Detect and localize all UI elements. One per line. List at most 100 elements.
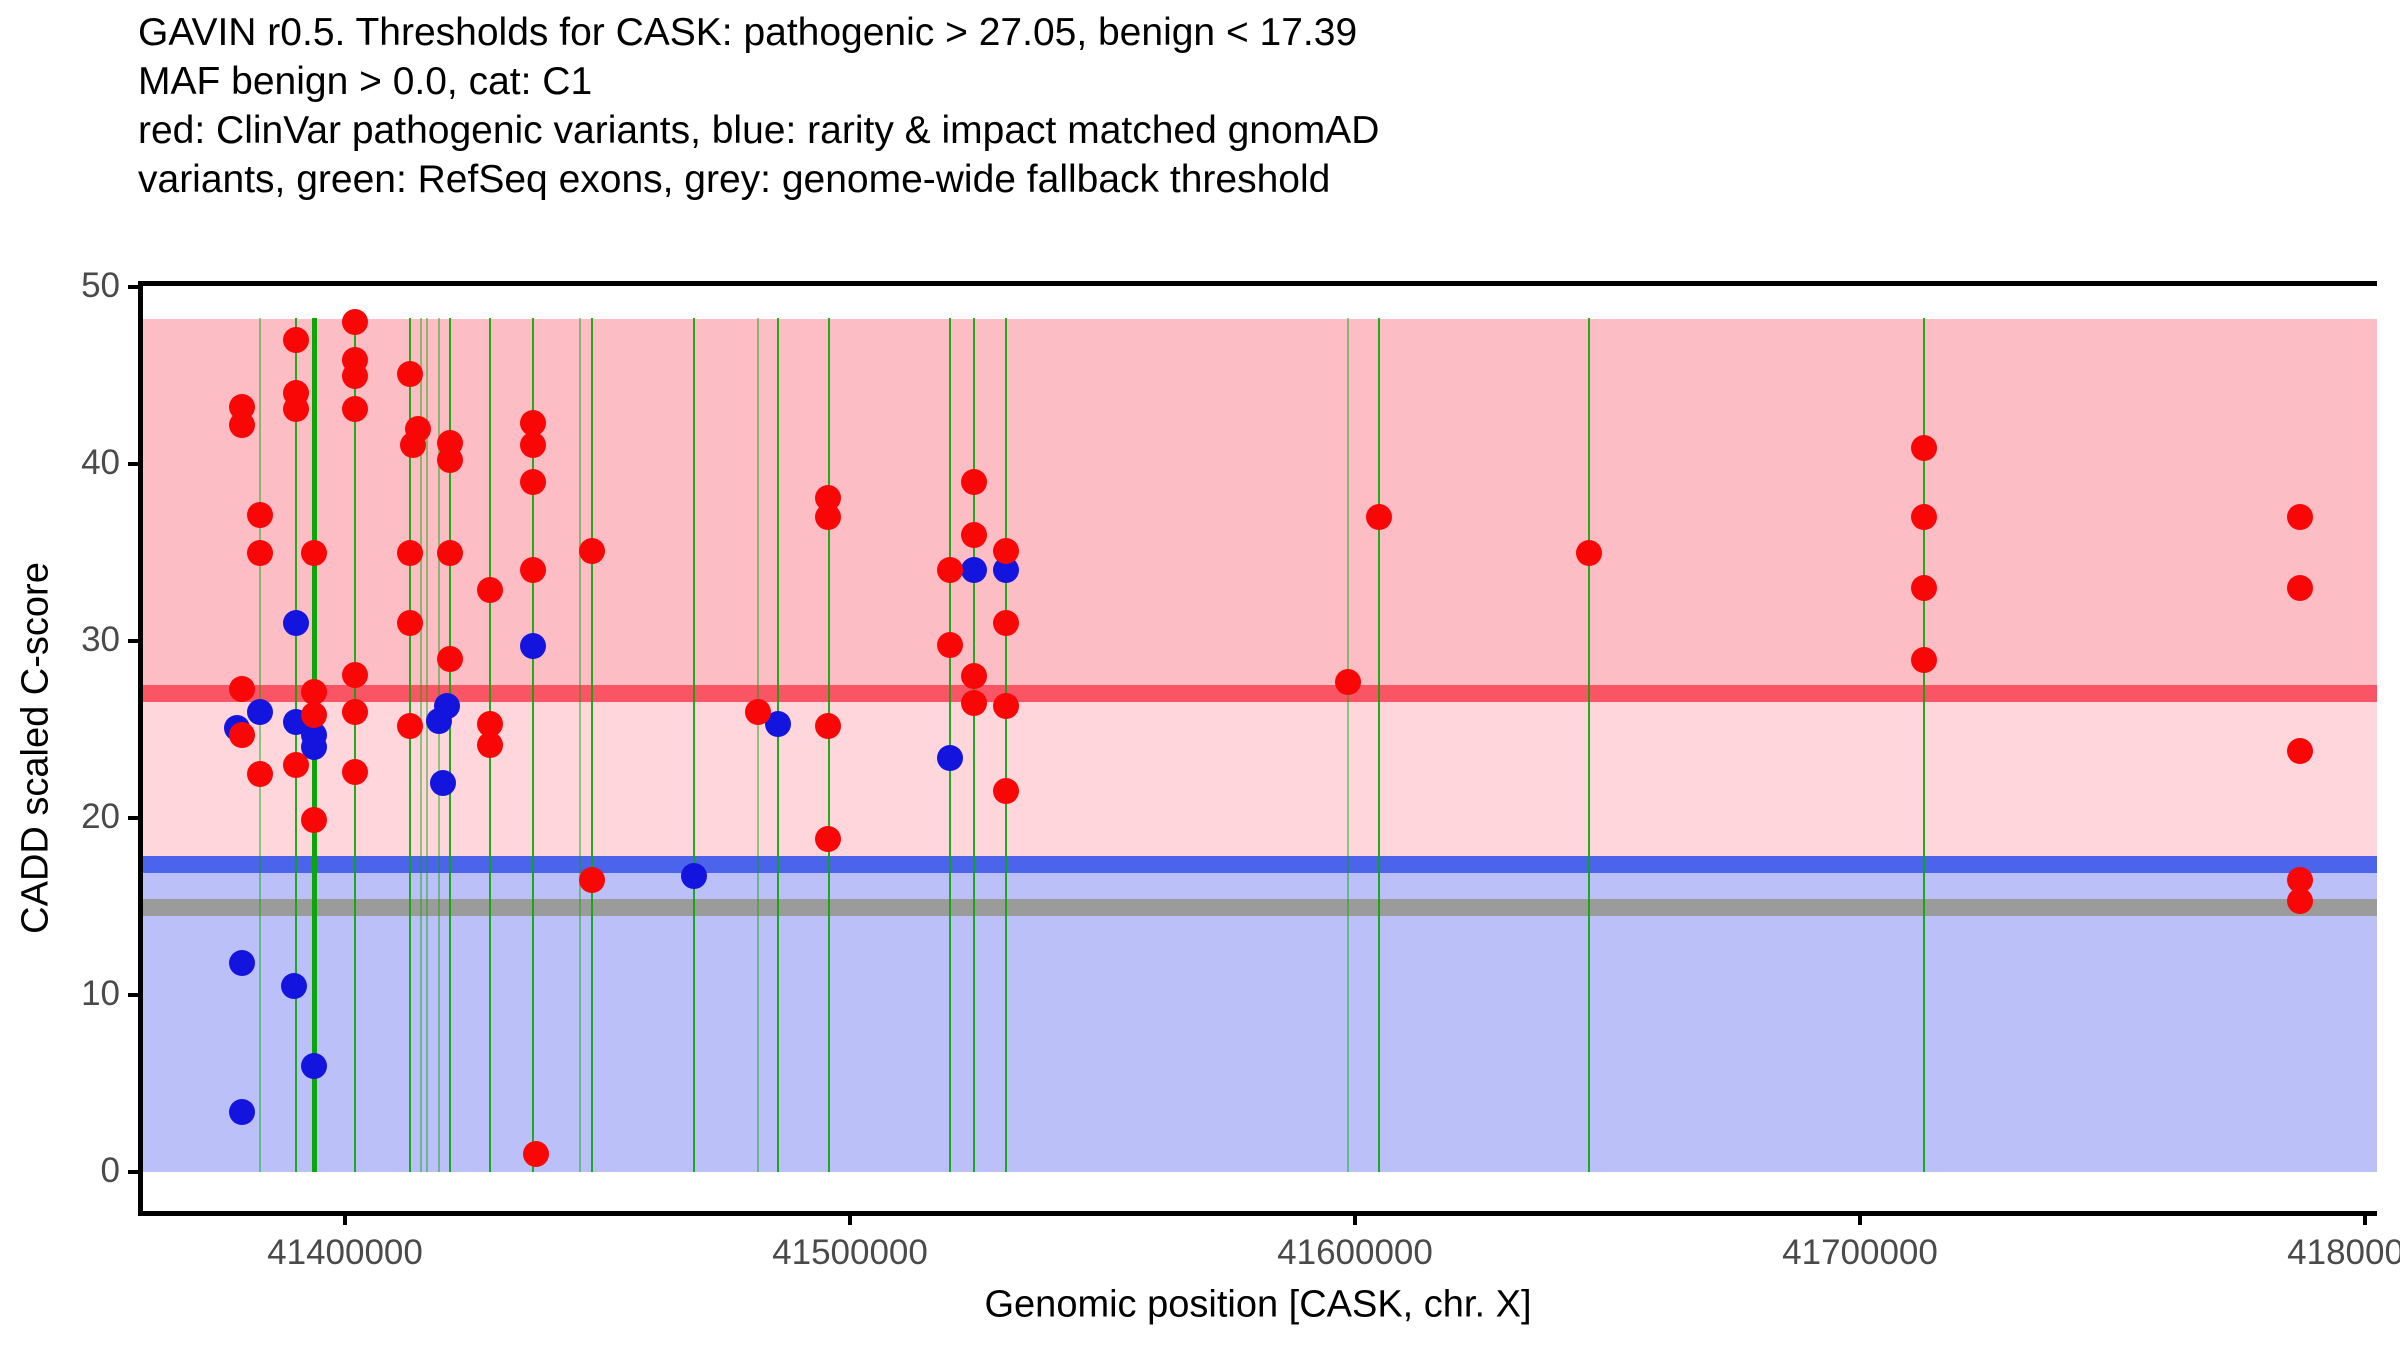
variant-dot <box>342 698 369 725</box>
y-tick-label: 30 <box>81 620 120 659</box>
x-tick-label: 41500000 <box>772 1233 928 1272</box>
variant-dot <box>814 504 841 531</box>
variant-dot <box>1911 574 1938 601</box>
variant-dot <box>476 732 503 759</box>
variant-dot <box>2286 737 2313 764</box>
variant-dot <box>283 327 309 354</box>
variant-dot <box>283 396 309 423</box>
variant-dot <box>228 721 255 748</box>
y-tick-mark <box>128 639 140 643</box>
variant-dot <box>993 537 1020 564</box>
variant-dot <box>961 521 988 548</box>
refseq-exon-line <box>776 318 779 1172</box>
variant-dot <box>1366 504 1393 531</box>
x-tick-mark <box>1353 1213 1357 1225</box>
refseq-exon-line <box>578 318 581 1172</box>
pathogenic-threshold-line <box>140 685 2377 703</box>
x-tick-label: 41700000 <box>1782 1233 1938 1272</box>
refseq-exon-line <box>259 318 262 1172</box>
y-tick-mark <box>128 285 140 289</box>
refseq-exon-line <box>425 318 428 1172</box>
title-line-3: red: ClinVar pathogenic variants, blue: … <box>138 109 1380 152</box>
variant-dot <box>519 633 546 660</box>
genome-wide-fallback-threshold-line <box>140 898 2377 916</box>
variant-dot <box>301 679 328 706</box>
variant-dot <box>228 675 255 702</box>
variant-dot <box>247 760 274 787</box>
x-tick-label: 41800000 <box>2287 1233 2400 1272</box>
variant-dot <box>1911 435 1938 462</box>
variant-dot <box>993 693 1020 720</box>
variant-dot <box>2286 504 2313 531</box>
variant-dot <box>301 1052 328 1079</box>
variant-dot <box>961 689 988 716</box>
y-tick-label: 0 <box>100 1151 120 1190</box>
refseq-exon-line <box>973 318 976 1172</box>
y-tick-label: 20 <box>81 797 120 836</box>
variant-dot <box>397 610 424 637</box>
variant-dot <box>961 663 988 690</box>
x-tick-label: 41600000 <box>1277 1233 1433 1272</box>
variant-dot <box>247 539 274 566</box>
x-tick-mark <box>848 1213 852 1225</box>
y-tick-label: 10 <box>81 974 120 1013</box>
y-axis-title: CADD scaled C-score <box>14 562 57 934</box>
variant-dot <box>342 758 369 785</box>
refseq-exon-line <box>531 318 534 1172</box>
refseq-exon-line <box>295 318 297 1172</box>
refseq-exon-line <box>692 318 695 1172</box>
variant-dot <box>961 468 988 495</box>
refseq-exon-line <box>409 318 412 1172</box>
variant-dot <box>936 557 963 584</box>
benign-threshold-line <box>140 856 2377 874</box>
variant-dot <box>1911 647 1938 674</box>
variant-dot <box>814 712 841 739</box>
y-tick-mark <box>128 816 140 820</box>
variant-dot <box>301 539 328 566</box>
variant-dot <box>680 863 707 890</box>
y-tick-mark <box>128 1170 140 1174</box>
variant-dot <box>961 557 988 584</box>
variant-dot <box>936 631 963 658</box>
variant-dot <box>301 702 328 729</box>
x-axis-line <box>138 1211 2377 1216</box>
refseq-exon-line <box>449 318 452 1172</box>
variant-dot <box>342 309 369 336</box>
variant-dot <box>247 502 274 529</box>
variant-dot <box>578 866 605 893</box>
variant-dot <box>434 693 460 720</box>
y-axis-line <box>138 281 143 1216</box>
variant-dot <box>476 576 503 603</box>
variant-dot <box>2286 888 2313 915</box>
variant-dot <box>342 396 369 423</box>
y-tick-label: 40 <box>81 443 120 482</box>
title-line-1: GAVIN r0.5. Thresholds for CASK: pathoge… <box>138 11 1358 54</box>
title-line-2: MAF benign > 0.0, cat: C1 <box>138 60 593 103</box>
refseq-exon-line <box>1005 318 1008 1172</box>
refseq-exon-line <box>827 318 830 1172</box>
variant-dot <box>283 751 309 778</box>
plot-title: GAVIN r0.5. Thresholds for CASK: pathoge… <box>138 8 1379 204</box>
refseq-exon-line <box>1346 318 1349 1172</box>
variant-dot <box>519 468 546 495</box>
variant-dot <box>522 1141 549 1168</box>
variant-dot <box>1576 539 1603 566</box>
variant-dot <box>247 698 274 725</box>
refseq-exon-line <box>757 318 760 1172</box>
variant-dot <box>519 557 546 584</box>
variant-dot <box>397 360 424 387</box>
y-tick-mark <box>128 462 140 466</box>
variant-dot <box>342 362 369 389</box>
variant-dot <box>397 712 424 739</box>
variant-dot <box>301 806 328 833</box>
variant-dot <box>283 610 309 637</box>
variant-dot <box>437 447 464 474</box>
refseq-exon-line <box>1588 318 1591 1172</box>
refseq-exon-line <box>590 318 593 1172</box>
variant-dot <box>993 778 1020 805</box>
x-tick-mark <box>343 1213 347 1225</box>
variant-dot <box>342 661 369 688</box>
refseq-exon-line <box>419 318 422 1172</box>
y-tick-mark <box>128 993 140 997</box>
